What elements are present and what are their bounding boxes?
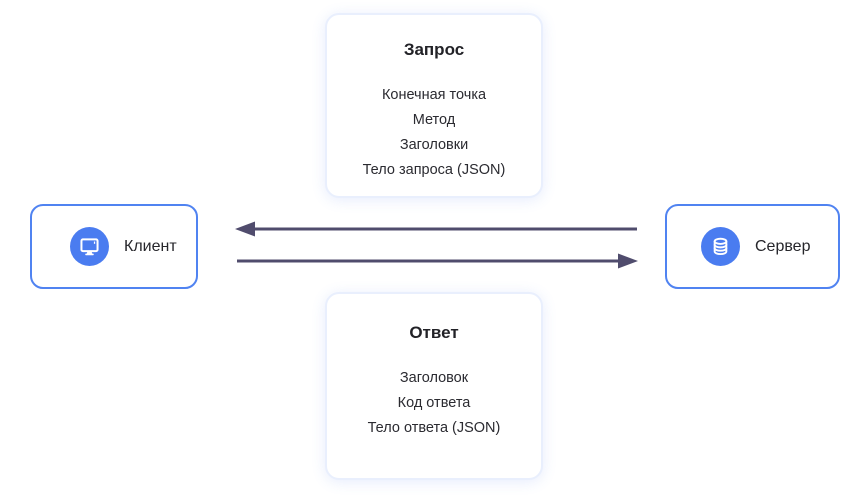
server-node: Сервер — [665, 204, 840, 289]
client-node: Клиент — [30, 204, 198, 289]
request-arrow-right — [237, 253, 638, 269]
monitor-icon — [70, 227, 109, 266]
request-card: Запрос Конечная точка Метод Заголовки Те… — [325, 13, 543, 198]
response-card: Ответ Заголовок Код ответа Тело ответа (… — [325, 292, 543, 480]
database-icon — [701, 227, 740, 266]
request-item-method: Метод — [412, 112, 456, 128]
response-item-code: Код ответа — [397, 395, 471, 411]
server-label: Сервер — [755, 237, 811, 255]
response-item-body: Тело ответа (JSON) — [367, 420, 501, 436]
request-item-endpoint: Конечная точка — [381, 87, 487, 103]
request-item-headers: Заголовки — [399, 137, 469, 153]
client-label: Клиент — [124, 237, 177, 255]
response-item-header: Заголовок — [399, 370, 469, 386]
request-item-body: Тело запроса (JSON) — [362, 162, 506, 178]
request-card-title: Запрос — [403, 40, 465, 59]
response-arrow-left — [235, 221, 637, 237]
response-card-title: Ответ — [409, 323, 459, 342]
